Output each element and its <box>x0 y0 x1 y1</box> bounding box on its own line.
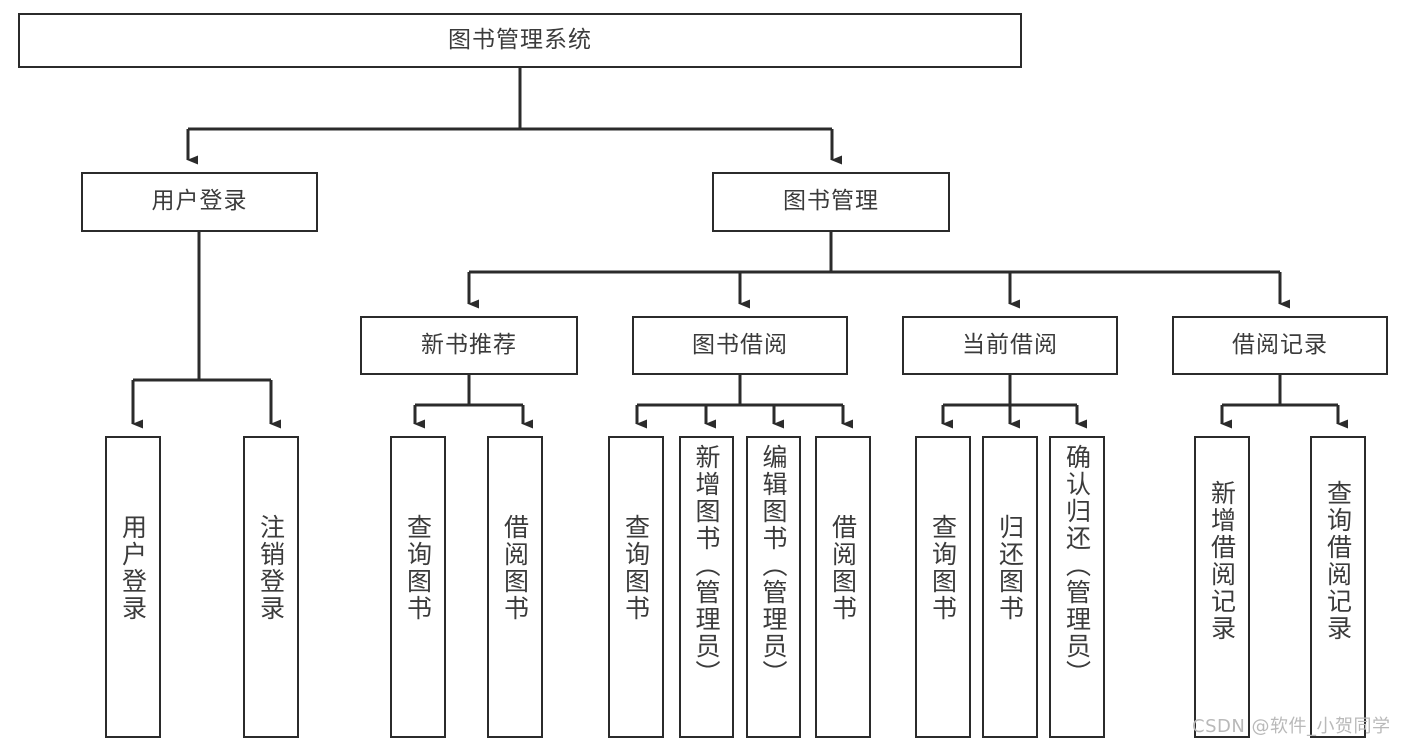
node-root-system[interactable]: 图书管理系统 <box>18 13 1022 68</box>
node-label: 新书推荐 <box>421 331 517 358</box>
node-label: 图书管理 <box>783 188 879 215</box>
leaf-query-book-borrow[interactable]: 查询图书 <box>608 436 664 738</box>
node-label: 确认归还（管理员） <box>1062 444 1092 687</box>
node-label: 归还图书 <box>995 514 1025 622</box>
leaf-query-book-current[interactable]: 查询图书 <box>915 436 971 738</box>
watermark-text: CSDN @软件_小贺同学 <box>1192 716 1391 737</box>
node-label: 用户登录 <box>151 188 248 215</box>
leaf-query-borrow-record[interactable]: 查询借阅记录 <box>1310 436 1366 738</box>
leaf-query-book-recommend[interactable]: 查询图书 <box>390 436 446 738</box>
node-label: 新增借阅记录 <box>1207 480 1237 642</box>
node-label: 新增图书（管理员） <box>692 444 721 687</box>
node-label: 图书借阅 <box>692 331 788 358</box>
node-label: 查询图书 <box>928 514 958 622</box>
node-label: 查询图书 <box>403 514 433 622</box>
node-label: 注销登录 <box>256 514 286 622</box>
node-label: 借阅图书 <box>828 514 858 622</box>
leaf-borrow-book[interactable]: 借阅图书 <box>815 436 871 738</box>
node-label: 用户登录 <box>118 514 148 622</box>
leaf-add-book-admin[interactable]: 新增图书（管理员） <box>679 436 734 738</box>
node-new-book-recommend[interactable]: 新书推荐 <box>360 316 578 375</box>
node-label: 图书管理系统 <box>448 26 592 53</box>
node-label: 借阅图书 <box>500 514 530 622</box>
leaf-logout[interactable]: 注销登录 <box>243 436 299 738</box>
leaf-confirm-return-admin[interactable]: 确认归还（管理员） <box>1049 436 1105 738</box>
node-book-borrow[interactable]: 图书借阅 <box>632 316 848 375</box>
node-label: 编辑图书（管理员） <box>759 444 788 687</box>
node-book-management[interactable]: 图书管理 <box>712 172 950 232</box>
node-borrow-record[interactable]: 借阅记录 <box>1172 316 1388 375</box>
leaf-edit-book-admin[interactable]: 编辑图书（管理员） <box>746 436 801 738</box>
node-label: 当前借阅 <box>962 331 1058 358</box>
node-current-borrow[interactable]: 当前借阅 <box>902 316 1118 375</box>
leaf-return-book[interactable]: 归还图书 <box>982 436 1038 738</box>
leaf-add-borrow-record[interactable]: 新增借阅记录 <box>1194 436 1250 738</box>
node-label: 查询借阅记录 <box>1323 480 1353 642</box>
leaf-borrow-book-recommend[interactable]: 借阅图书 <box>487 436 543 738</box>
node-label: 借阅记录 <box>1232 331 1328 358</box>
node-label: 查询图书 <box>621 514 651 622</box>
node-user-login[interactable]: 用户登录 <box>81 172 318 232</box>
leaf-user-login[interactable]: 用户登录 <box>105 436 161 738</box>
